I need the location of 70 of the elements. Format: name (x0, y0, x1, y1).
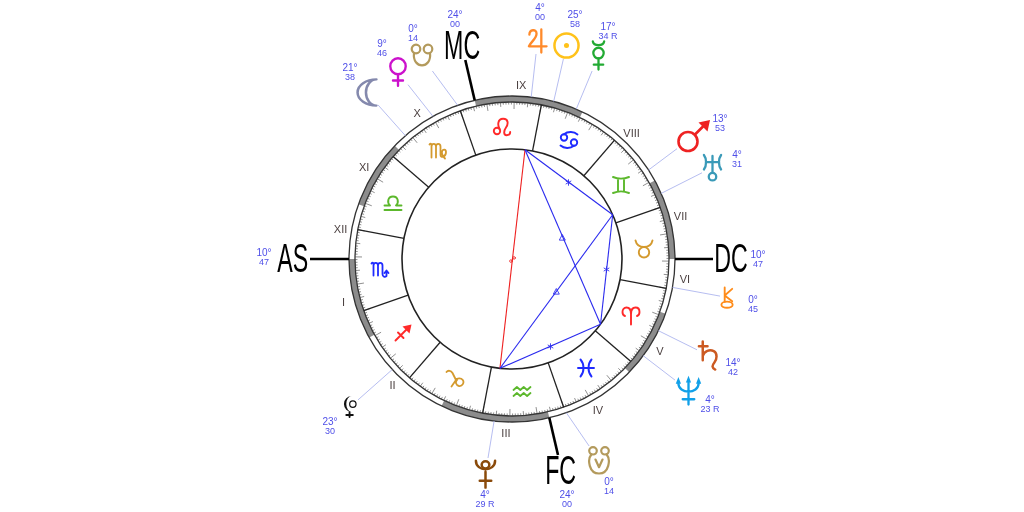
axis-line (548, 417, 560, 456)
arc-minutes-value: 30 (325, 427, 335, 436)
arc-minutes-value: 42 (728, 368, 738, 377)
house-number: X (413, 107, 421, 120)
arc-minutes-value: 58 (570, 20, 580, 29)
house-number: XII (333, 223, 348, 236)
arc-minutes-value: 34 R (598, 32, 618, 41)
leader-line (487, 420, 495, 459)
axis-line (464, 59, 476, 101)
house-number: XI (358, 161, 370, 174)
degree-value: 13° (712, 114, 728, 124)
house-number: VIII (623, 126, 640, 139)
leader-line (657, 330, 698, 351)
degree-value: 0° (604, 477, 614, 487)
axis-line (675, 257, 713, 261)
degree-value: 10° (750, 250, 766, 260)
house-number: IV (592, 404, 604, 417)
leader-line (407, 84, 434, 117)
house-number: I (341, 296, 345, 309)
arc-minutes-value: 47 (753, 260, 763, 269)
degree-value: 24° (559, 490, 575, 500)
degree-value: 25° (567, 10, 583, 20)
degree-value: 0° (408, 24, 418, 34)
arc-minutes-value: 00 (535, 13, 545, 22)
angle-label: FC (545, 455, 576, 485)
degree-value: 10° (256, 248, 272, 258)
degree-value: 21° (342, 63, 358, 73)
degree-value: 0° (748, 295, 758, 305)
leader-line (357, 369, 393, 401)
arc-minutes-value: 46 (377, 49, 387, 58)
house-number: III (501, 426, 511, 439)
angle-label: DC (714, 243, 748, 273)
leader-line (553, 58, 564, 102)
degree-value: 4° (705, 395, 715, 405)
leader-line (660, 172, 703, 194)
arc-minutes-value: 23 R (700, 405, 720, 414)
arc-minutes-value: 31 (732, 160, 742, 169)
leader-line (565, 412, 590, 447)
arc-minutes-value: 38 (345, 73, 355, 82)
house-number: IX (515, 79, 527, 92)
leader-line (648, 148, 678, 171)
degree-value: 4° (732, 150, 742, 160)
arc-minutes-value: 53 (715, 124, 725, 133)
angle-label: AS (277, 243, 309, 273)
arc-minutes-value: 14 (408, 34, 418, 43)
house-number: V (656, 344, 664, 357)
leader-line (530, 53, 537, 98)
arc-minutes-value: 29 R (475, 500, 495, 509)
degree-value: 24° (447, 10, 463, 20)
degree-value: 14° (725, 358, 741, 368)
angle-label: MC (443, 30, 481, 60)
house-number: II (389, 379, 396, 392)
leader-line (672, 286, 721, 297)
degree-value: 17° (600, 22, 616, 32)
degree-value: 4° (535, 3, 545, 13)
house-number: VI (679, 272, 691, 285)
arc-minutes-value: 45 (748, 305, 758, 314)
arc-minutes-value: 47 (259, 258, 269, 267)
degree-value: 9° (377, 39, 387, 49)
axis-line (310, 257, 349, 261)
leader-line (642, 355, 676, 381)
arc-minutes-value: 00 (450, 20, 460, 29)
arc-minutes-value: 14 (604, 487, 614, 496)
leader-line (431, 70, 459, 106)
leader-line (575, 70, 593, 110)
house-number: VII (673, 209, 688, 222)
degree-value: 23° (322, 417, 338, 427)
leader-line (377, 104, 406, 137)
arc-minutes-value: 00 (562, 500, 572, 509)
degree-value: 4° (480, 490, 490, 500)
